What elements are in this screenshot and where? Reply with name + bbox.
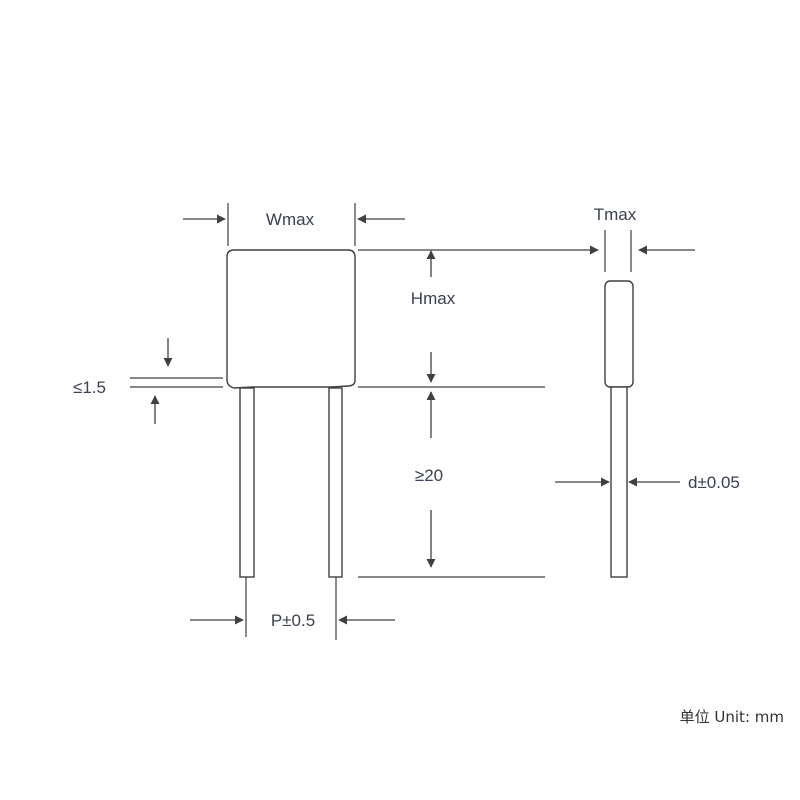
gap-label: ≤1.5 — [73, 378, 106, 397]
lead-length-label: ≥20 — [415, 466, 443, 485]
capacitor-body-side — [604, 280, 634, 388]
capacitor-body-front — [226, 249, 356, 389]
lead-right — [328, 387, 343, 578]
pitch-label: P±0.5 — [271, 611, 315, 630]
lead-side — [610, 386, 628, 578]
diameter-label: d±0.05 — [688, 473, 740, 492]
thickness-label: Tmax — [594, 205, 637, 224]
unit-note: 单位 Unit: mm — [680, 708, 784, 726]
lead-left — [239, 387, 255, 578]
height-label: Hmax — [411, 289, 456, 308]
width-label: Wmax — [266, 210, 315, 229]
